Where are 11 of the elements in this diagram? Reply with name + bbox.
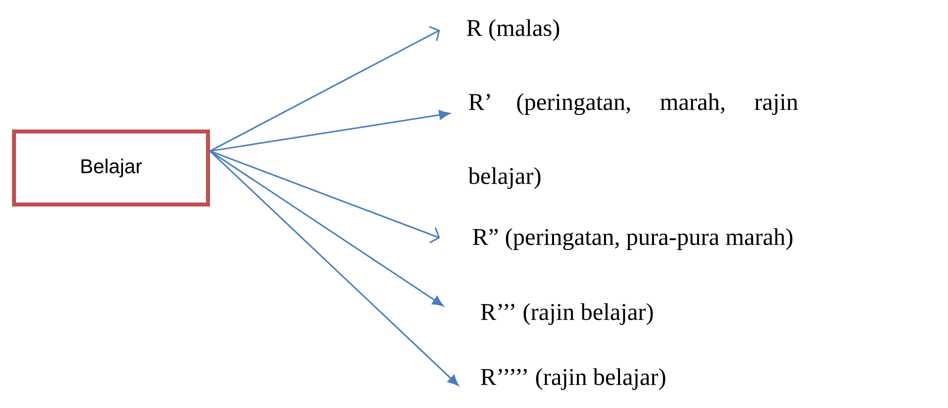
arrow [210,150,440,244]
arrow [210,110,450,152]
response-text: R’’’ (rajin belajar) [480,303,653,325]
arrow [210,26,440,152]
arrow [210,150,444,306]
response-text: R (malas) [466,19,560,41]
response-text: R’’’’’ (rajin belajar) [480,368,666,390]
response-text: R” (peringatan, pura-pura marah) [472,228,792,250]
process-box: Belajar [12,130,210,206]
arrow [210,150,459,386]
response-text: R’ (peringatan, marah, rajin belajar) [468,93,798,189]
